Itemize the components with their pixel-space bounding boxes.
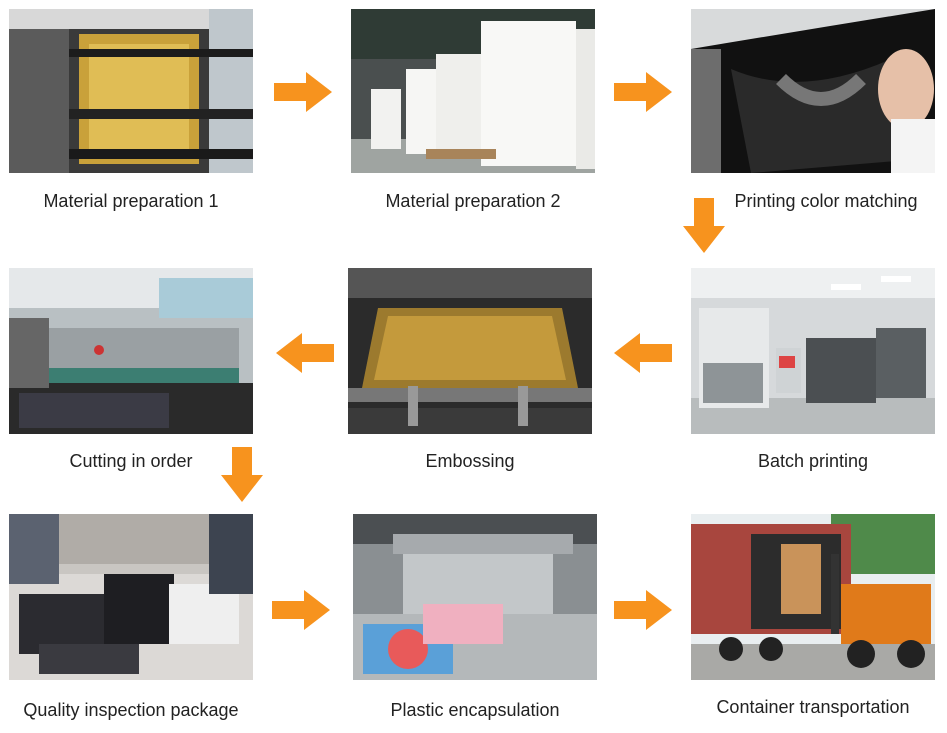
photo-cutting-in-order (9, 268, 253, 434)
caption-quality-inspection-package: Quality inspection package (23, 700, 239, 720)
caption-material-preparation-2: Material preparation 2 (385, 191, 561, 211)
photo-container-transportation (691, 514, 935, 680)
caption-embossing: Embossing (425, 451, 515, 471)
arrow-right-icon (274, 72, 332, 112)
arrow-left-icon (614, 333, 672, 373)
photo-plastic-encapsulation (353, 514, 597, 680)
arrow-down-icon (221, 447, 263, 502)
caption-batch-printing: Batch printing (757, 451, 869, 471)
caption-container-transportation: Container transportation (716, 697, 910, 717)
arrow-right-icon (614, 590, 672, 630)
caption-plastic-encapsulation: Plastic encapsulation (390, 700, 560, 720)
photo-batch-printing (691, 268, 935, 434)
arrow-right-icon (272, 590, 330, 630)
photo-material-preparation-1 (9, 9, 253, 173)
caption-cutting-in-order: Cutting in order (69, 451, 193, 471)
arrow-right-icon (614, 72, 672, 112)
photo-embossing (348, 268, 592, 434)
photo-quality-inspection-package (9, 514, 253, 680)
caption-printing-color-matching: Printing color matching (734, 191, 918, 211)
arrow-left-icon (276, 333, 334, 373)
arrow-down-icon (683, 198, 725, 253)
photo-material-preparation-2 (351, 9, 595, 173)
caption-material-preparation-1: Material preparation 1 (43, 191, 219, 211)
photo-printing-color-matching (691, 9, 935, 173)
